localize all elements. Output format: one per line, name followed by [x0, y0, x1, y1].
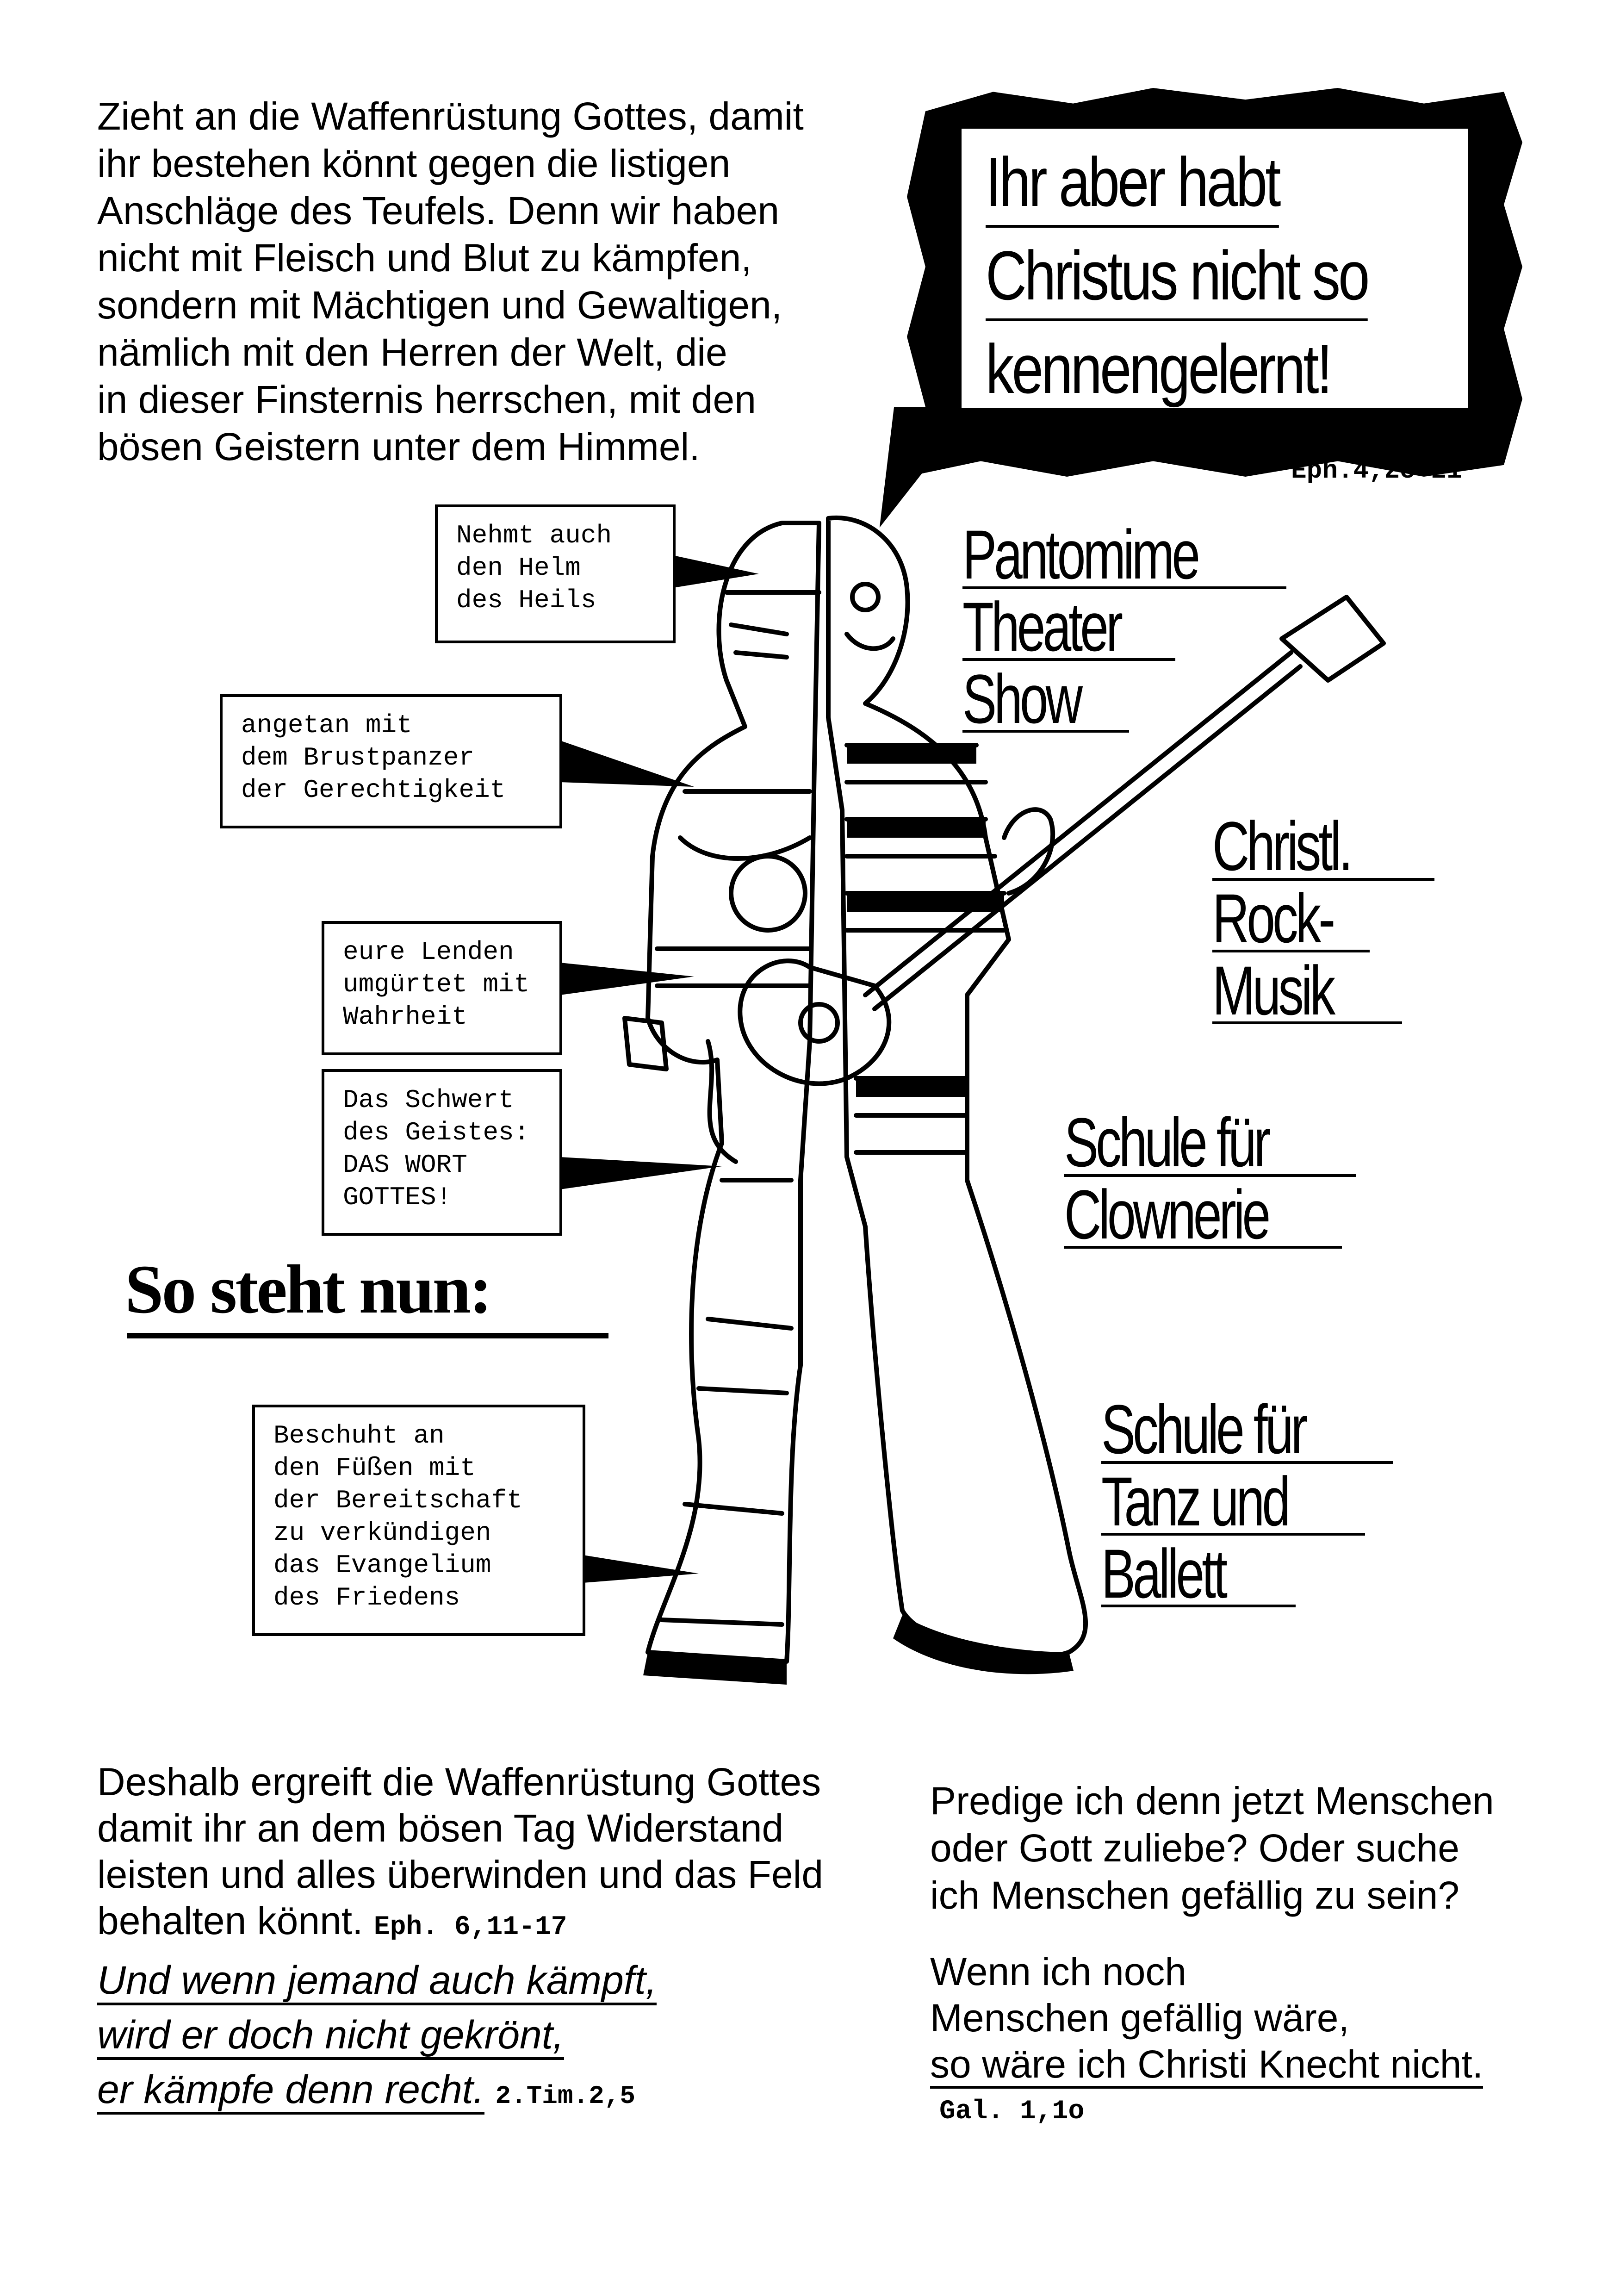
bottom-left-text: Deshalb ergreift die Waffenrüstung Gotte…	[97, 1760, 824, 1942]
bottom-right-line-2: Menschen gefällig wäre,	[930, 1996, 1349, 2040]
quote-left-line-2: wird er doch nicht gekrönt,	[97, 2013, 564, 2060]
bottom-right-line-1: Wenn ich noch	[930, 1950, 1187, 1993]
announcement-tanz-ballett: Schule für Tanz und Ballett	[1101, 1390, 1308, 1612]
heading-underline	[127, 1333, 608, 1338]
bottom-left-reference: Eph. 6,11-17	[373, 1912, 567, 1942]
label-schwert: Das Schwert des Geistes: DAS WORT GOTTES…	[322, 1069, 562, 1236]
knight-clown-illustration	[622, 515, 1386, 1685]
bubble-reference: Eph.4,2o-21	[1291, 456, 1462, 485]
bubble-line-2: Christus nicht so	[986, 232, 1370, 321]
intro-paragraph: Zieht an die Waffenrüstung Gottes, damit…	[97, 94, 804, 468]
label-lenden: eure Lenden umgürtet mit Wahrheit	[322, 921, 562, 1055]
bottom-right-line-3: so wäre ich Christi Knecht nicht.	[930, 2042, 1483, 2089]
quote-left-line-3: er kämpfe denn recht.	[97, 2067, 484, 2115]
bubble-line-1: Ihr aber habt	[986, 139, 1281, 228]
quote-left-reference: 2.Tim.2,5	[495, 2081, 635, 2111]
bottom-right-paragraph: Predige ich denn jetzt Menschen oder Got…	[930, 1779, 1494, 1917]
label-helm: Nehmt auch den Helm des Heils	[435, 504, 676, 643]
bubble-line-3: kennengelernt!	[986, 326, 1333, 415]
so-steht-nun-heading: So steht nun:	[125, 1251, 492, 1328]
bottom-left-paragraph: Deshalb ergreift die Waffenrüstung Gotte…	[97, 1759, 856, 1951]
speech-bubble	[958, 125, 1471, 412]
speech-bubble-text: Ihr aber habt Christus nicht so kennenge…	[986, 139, 1372, 419]
announcement-clownerie: Schule für Clownerie	[1064, 1103, 1271, 1253]
bottom-right-quote: Wenn ich noch Menschen gefällig wäre, so…	[930, 1948, 1555, 2089]
label-schuhe: Beschuht an den Füßen mit der Bereitscha…	[252, 1405, 585, 1636]
quote-left-line-1: Und wenn jemand auch kämpft,	[97, 1958, 657, 2005]
announcement-rock-musik: Christl. Rock- Musik	[1212, 807, 1353, 1029]
bottom-right-reference: Gal. 1,1o	[939, 2097, 1085, 2127]
label-brustpanzer: angetan mit dem Brustpanzer der Gerechti…	[220, 694, 562, 828]
quote-left: Und wenn jemand auch kämpft, wird er doc…	[97, 1953, 745, 2123]
announcement-pantomime: Pantomime Theater Show	[962, 516, 1200, 738]
